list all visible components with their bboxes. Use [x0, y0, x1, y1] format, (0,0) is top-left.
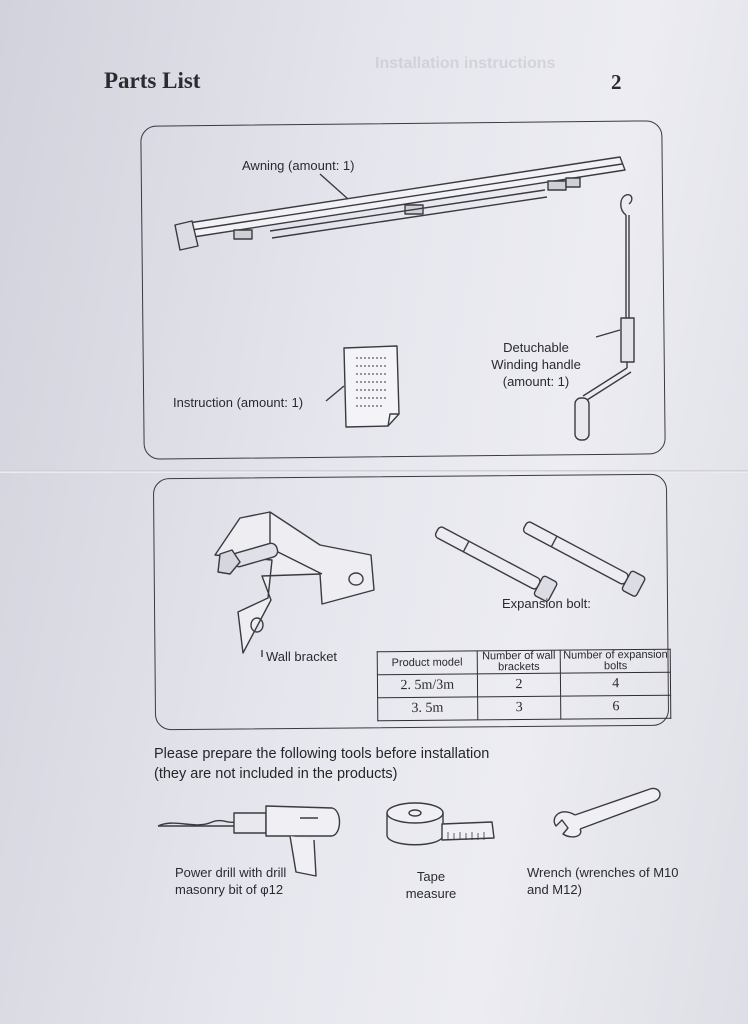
table-row: 2. 5m/3m 2 4 [377, 672, 671, 698]
table-cell: 2 [476, 673, 562, 697]
tape-measure-illustration [386, 802, 495, 846]
expansion-bolt-illustration [434, 521, 646, 602]
page-number: 2 [611, 70, 622, 94]
table-cell: 3. 5m [377, 696, 478, 721]
instruction-sheet-illustration [325, 345, 400, 428]
drill-label: Power drill with drill masonry bit of φ1… [175, 864, 286, 898]
power-drill-illustration [157, 805, 341, 877]
tools-intro-line-2: (they are not included in the products) [154, 766, 398, 782]
wrench-label-line-1: Wrench (wrenches of M10 [527, 865, 679, 880]
tools-intro-line-1: Please prepare the following tools befor… [154, 746, 490, 762]
table-row: 3. 5m 3 6 [377, 695, 671, 721]
wrench-label: Wrench (wrenches of M10 and M12) [527, 864, 679, 898]
table-header: Number of wall brackets [476, 650, 561, 674]
instruction-label: Instruction (amount: 1) [173, 395, 304, 410]
table-header-row: Product model Number of wall brackets Nu… [377, 649, 671, 675]
table-cell: 2. 5m/3m [377, 673, 478, 698]
wrench-label-line-2: and M12) [527, 882, 582, 897]
winding-handle-illustration [574, 193, 635, 441]
expansion-bolt-label: Expansion bolt: [502, 596, 591, 611]
drill-label-line-2: masonry bit of φ12 [175, 882, 284, 897]
wall-bracket-illustration [214, 511, 375, 657]
table-header: Number of expansion bolts [560, 649, 671, 674]
handle-label-line-3: (amount: 1) [502, 374, 570, 389]
table-cell: 6 [561, 695, 671, 720]
wall-bracket-label: Wall bracket [266, 649, 338, 664]
table-cell: 3 [477, 696, 562, 720]
quantity-table: Product model Number of wall brackets Nu… [377, 649, 672, 722]
page-title: Parts List [104, 68, 201, 93]
table-header: Product model [377, 650, 477, 675]
tape-label-line-1: Tape [416, 869, 446, 884]
drill-label-line-1: Power drill with drill [175, 865, 287, 880]
tape-label-line-2: measure [405, 886, 457, 901]
paper-fold [0, 470, 748, 473]
tools-intro: Please prepare the following tools befor… [154, 744, 489, 784]
wrench-illustration [553, 787, 661, 838]
awning-label: Awning (amount: 1) [242, 158, 355, 173]
awning-illustration [174, 156, 626, 251]
bleed-through-text: Installation instructions [375, 55, 556, 72]
table-cell: 4 [560, 672, 671, 697]
tape-label: Tape measure [398, 868, 464, 902]
winding-handle-label: Detuchable Winding handle (amount: 1) [483, 339, 589, 390]
handle-label-line-1: Detuchable [503, 340, 569, 355]
handle-label-line-2: Winding handle [491, 357, 581, 372]
